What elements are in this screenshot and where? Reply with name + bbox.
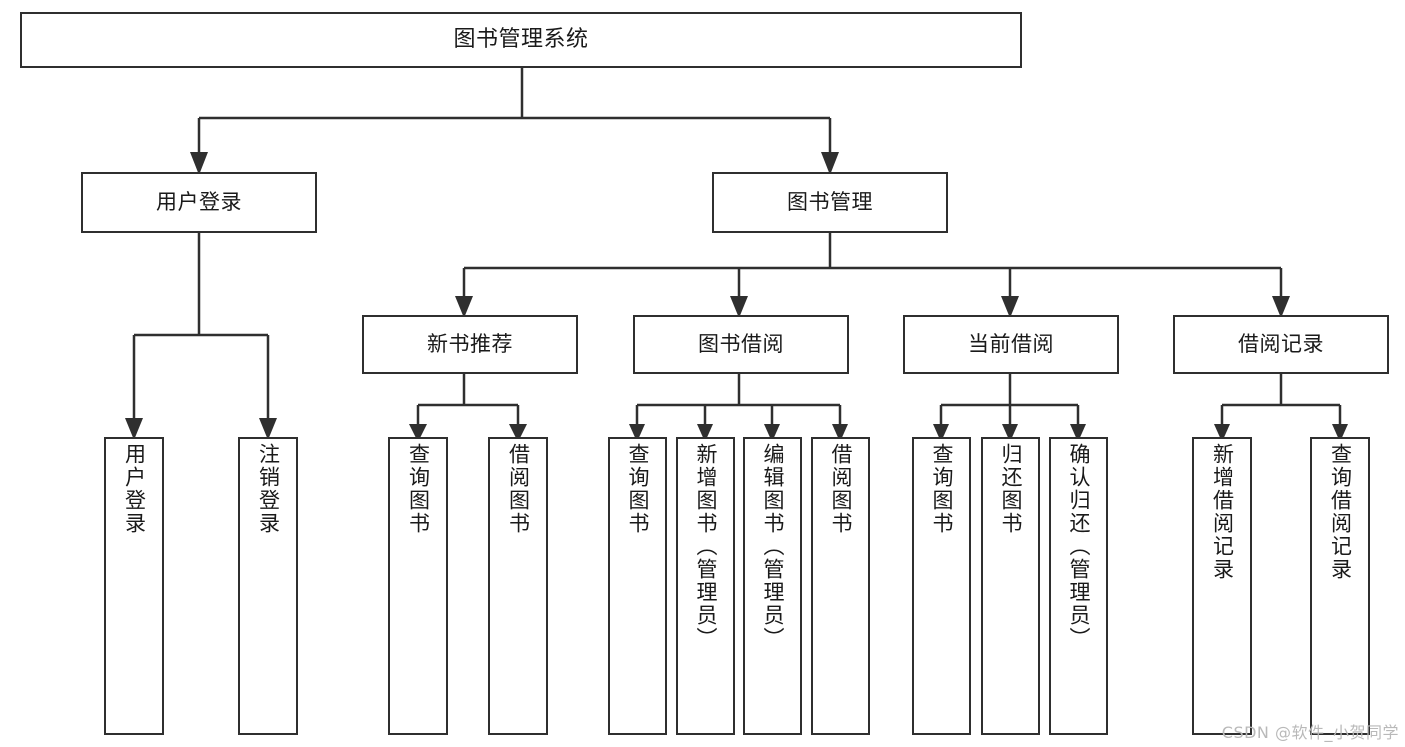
- node-new-book-recommend[interactable]: 新书推荐: [362, 315, 578, 374]
- node-book-borrow[interactable]: 图书借阅: [633, 315, 849, 374]
- node-leaf-query-book-3-label: 查询图书: [930, 443, 954, 535]
- node-leaf-user-login-label: 用户登录: [122, 443, 147, 535]
- node-user-login[interactable]: 用户登录: [81, 172, 317, 233]
- node-leaf-logout-login[interactable]: 注销登录: [238, 437, 298, 735]
- node-leaf-query-record[interactable]: 查询借阅记录: [1310, 437, 1370, 735]
- node-leaf-confirm-return[interactable]: 确认归还（管理员）: [1049, 437, 1108, 735]
- node-leaf-add-record[interactable]: 新增借阅记录: [1192, 437, 1252, 735]
- node-leaf-query-book-3[interactable]: 查询图书: [912, 437, 971, 735]
- node-leaf-edit-book-label: 编辑图书（管理员）: [761, 443, 785, 650]
- node-leaf-query-book-1-label: 查询图书: [406, 443, 431, 535]
- node-current-borrow-label: 当前借阅: [968, 331, 1054, 356]
- node-leaf-query-book-1[interactable]: 查询图书: [388, 437, 448, 735]
- node-book-borrow-label: 图书借阅: [698, 331, 784, 356]
- node-leaf-return-book[interactable]: 归还图书: [981, 437, 1040, 735]
- node-leaf-return-book-label: 归还图书: [999, 443, 1023, 535]
- node-new-book-recommend-label: 新书推荐: [427, 331, 513, 356]
- node-leaf-add-book[interactable]: 新增图书（管理员）: [676, 437, 735, 735]
- node-leaf-query-record-label: 查询借阅记录: [1328, 443, 1353, 581]
- node-leaf-borrow-book-2-label: 借阅图书: [829, 443, 853, 535]
- node-leaf-add-record-label: 新增借阅记录: [1210, 443, 1235, 581]
- node-book-management[interactable]: 图书管理: [712, 172, 948, 233]
- node-current-borrow[interactable]: 当前借阅: [903, 315, 1119, 374]
- node-leaf-query-book-2-label: 查询图书: [626, 443, 650, 535]
- node-leaf-query-book-2[interactable]: 查询图书: [608, 437, 667, 735]
- csdn-watermark: CSDN @软件_小贺同学: [1221, 723, 1399, 742]
- node-leaf-logout-login-label: 注销登录: [256, 443, 281, 535]
- node-leaf-add-book-label: 新增图书（管理员）: [694, 443, 718, 650]
- node-leaf-edit-book[interactable]: 编辑图书（管理员）: [743, 437, 802, 735]
- node-book-management-label: 图书管理: [787, 189, 873, 214]
- node-leaf-borrow-book-1-label: 借阅图书: [506, 443, 531, 535]
- node-leaf-borrow-book-1[interactable]: 借阅图书: [488, 437, 548, 735]
- node-user-login-label: 用户登录: [156, 189, 242, 214]
- node-borrow-record[interactable]: 借阅记录: [1173, 315, 1389, 374]
- node-root-label: 图书管理系统: [453, 26, 589, 52]
- node-leaf-borrow-book-2[interactable]: 借阅图书: [811, 437, 870, 735]
- node-leaf-user-login[interactable]: 用户登录: [104, 437, 164, 735]
- node-leaf-confirm-return-label: 确认归还（管理员）: [1067, 443, 1091, 650]
- node-borrow-record-label: 借阅记录: [1238, 331, 1324, 356]
- node-root[interactable]: 图书管理系统: [20, 12, 1022, 68]
